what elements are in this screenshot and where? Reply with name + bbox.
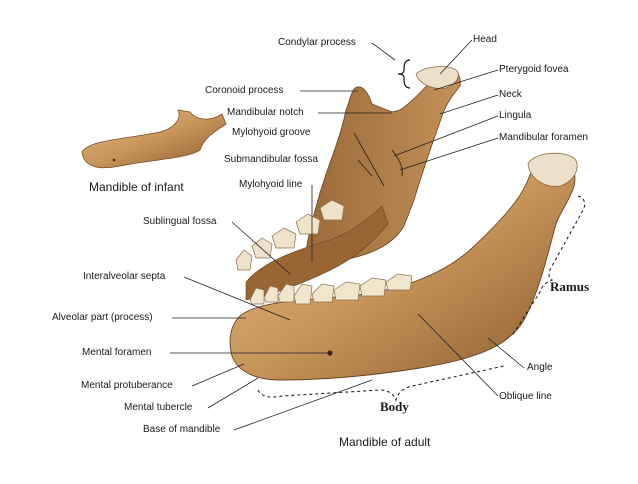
label-neck: Neck: [499, 89, 522, 100]
label-sublingual-fossa: Sublingual fossa: [143, 216, 217, 227]
label-mylohyoid-groove: Mylohyoid groove: [232, 127, 311, 138]
label-submandibular-fossa: Submandibular fossa: [224, 154, 318, 165]
label-mandibular-notch: Mandibular notch: [227, 107, 304, 118]
label-alveolar-part: Alveolar part (process): [52, 312, 153, 323]
caption-adult: Mandible of adult: [339, 435, 431, 449]
leader-lines: [170, 39, 525, 431]
label-body: Body: [380, 399, 409, 414]
label-mental-protuberance: Mental protuberance: [81, 380, 173, 391]
caption-infant: Mandible of infant: [89, 180, 184, 194]
far-teeth: [235, 199, 345, 271]
label-ramus: Ramus: [550, 279, 590, 294]
ramus-bracket: [511, 195, 586, 337]
label-mylohyoid-line: Mylohyoid line: [239, 179, 303, 190]
label-interalveolar-septa: Interalveolar septa: [83, 271, 166, 282]
label-condylar-process: Condylar process: [278, 37, 356, 48]
condylar-brace: [397, 59, 411, 89]
infant-mandible: [81, 109, 227, 169]
adult-mandible: [229, 66, 578, 381]
label-base-of-mandible: Base of mandible: [143, 424, 221, 435]
label-lingula: Lingula: [499, 110, 532, 121]
label-oblique-line: Oblique line: [499, 391, 552, 402]
label-mental-foramen: Mental foramen: [82, 347, 152, 358]
label-angle: Angle: [527, 362, 553, 373]
near-teeth: [249, 273, 413, 305]
label-head: Head: [473, 34, 497, 45]
label-mandibular-foramen: Mandibular foramen: [499, 132, 588, 143]
body-bracket: [257, 365, 505, 402]
label-coronoid-process: Coronoid process: [205, 85, 284, 96]
label-mental-tubercle: Mental tubercle: [124, 402, 193, 413]
label-pterygoid-fovea: Pterygoid fovea: [499, 64, 569, 75]
